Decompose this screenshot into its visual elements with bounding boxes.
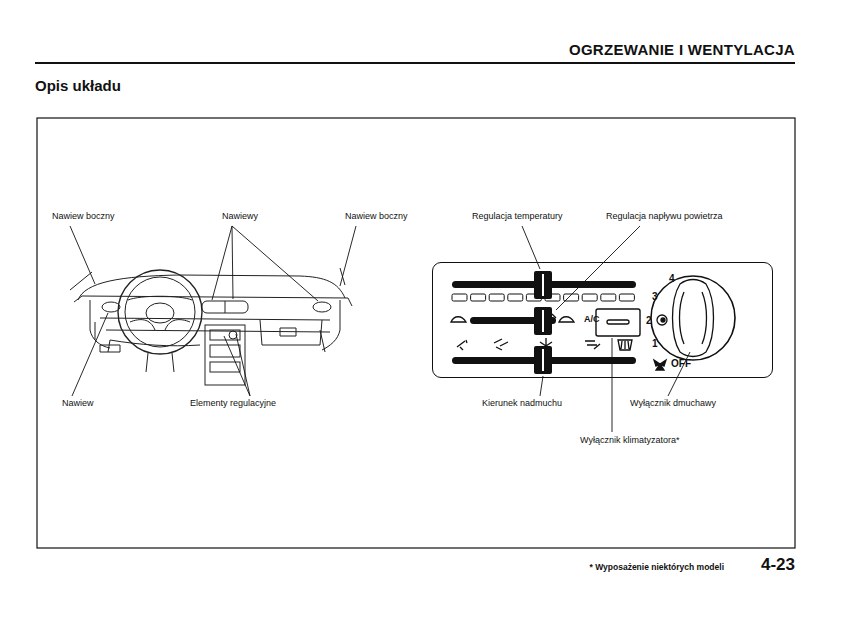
- dashboard-illustration: [118, 270, 202, 354]
- control-panel-art: [534, 271, 552, 299]
- dashboard-illustration: [70, 268, 345, 290]
- control-icons: [654, 360, 666, 370]
- control-icons: [451, 317, 466, 322]
- control-panel: 4 3 2 1OFF A/C: [432, 262, 773, 378]
- dashboard-illustration: [202, 301, 248, 313]
- off-label: OFF: [671, 359, 691, 369]
- control-panel-art: [534, 307, 552, 335]
- control-panel-art: [534, 346, 552, 374]
- dashboard-illustration: [146, 353, 174, 372]
- ac-label: A/C: [584, 315, 600, 324]
- header-rule: [35, 62, 795, 64]
- scale-segments: [489, 294, 504, 301]
- dashboard-illustration: [260, 320, 322, 345]
- speed-number: 3: [652, 292, 658, 302]
- control-icons: [618, 340, 632, 350]
- control-icons: [673, 280, 714, 357]
- control-icons: [451, 276, 735, 370]
- scale-segments: [452, 294, 467, 301]
- leader-line: [612, 338, 613, 432]
- part-label: Wyłącznik klimatyzatora*: [580, 436, 679, 446]
- scale-segments: [471, 294, 486, 301]
- dashboard-illustration: [125, 277, 195, 347]
- dashboard-illustration: [146, 303, 174, 323]
- speed-number: 2: [646, 316, 652, 326]
- leader-line: [236, 334, 250, 396]
- dashboard-illustration: [210, 345, 240, 357]
- leader-line: [232, 226, 318, 301]
- speed-number: 4: [669, 274, 675, 284]
- leader-line: [70, 226, 95, 284]
- scale-segments: [582, 294, 597, 301]
- dashboard-illustration: [95, 322, 120, 352]
- part-label: Regulacja temperatury: [472, 212, 563, 222]
- speed-number: 1: [652, 339, 658, 349]
- control-icons: [494, 339, 508, 350]
- figure-frame: [37, 118, 795, 548]
- scale-segments: [619, 294, 634, 301]
- control-icons: [585, 341, 600, 349]
- part-label: Nawiew boczny: [345, 212, 408, 222]
- control-panel-art: [452, 271, 636, 374]
- control-icons: [651, 276, 735, 360]
- part-label: Nawiew boczny: [52, 212, 115, 222]
- part-label: Regulacja napływu powietrza: [606, 212, 723, 222]
- dashboard-illustration: [205, 325, 245, 385]
- control-panel-art: [542, 349, 544, 371]
- leader-line: [224, 336, 250, 396]
- page-number: 4-23: [761, 556, 795, 575]
- page-header: OGRZEWANIE I WENTYLACJA: [569, 42, 795, 59]
- dashboard-illustration: [102, 302, 120, 312]
- leader-line: [212, 226, 232, 300]
- part-label: Kierunek nadmuchu: [482, 399, 562, 409]
- control-panel-art: [542, 310, 544, 332]
- part-label: Wyłącznik dmuchawy: [630, 399, 716, 409]
- dashboard-illustration: [225, 301, 226, 313]
- dashboard-illustration: [70, 268, 352, 385]
- dashboard-illustration: [313, 302, 331, 312]
- leader-line: [72, 313, 108, 396]
- control-icons: [680, 292, 707, 344]
- control-icons: [607, 320, 629, 324]
- leader-line: [70, 226, 690, 432]
- leader-line: [340, 226, 356, 286]
- part-label: Nawiew: [62, 399, 94, 409]
- control-icons: [657, 315, 667, 325]
- control-icons: [661, 318, 665, 322]
- leader-line: [232, 226, 233, 299]
- control-icons: [540, 338, 552, 346]
- scale-segments: [508, 294, 523, 301]
- part-label: Elementy regulacyjne: [190, 399, 276, 409]
- section-heading: Opis układu: [35, 78, 121, 95]
- control-icons: [457, 340, 467, 350]
- dashboard-illustration: [128, 296, 192, 330]
- dashboard-illustration: [110, 340, 200, 346]
- scale-segments: [601, 294, 616, 301]
- leader-line: [556, 226, 640, 310]
- leader-line: [540, 376, 543, 396]
- footnote: * Wyposażenie niektórych modeli: [590, 563, 724, 572]
- control-panel-art: [542, 274, 544, 296]
- header-rule: [35, 63, 795, 64]
- figure-frame: [37, 118, 795, 548]
- control-icons: [552, 314, 574, 322]
- leader-line: [668, 352, 690, 396]
- part-label: Nawiewy: [222, 212, 258, 222]
- control-icons: [596, 309, 640, 336]
